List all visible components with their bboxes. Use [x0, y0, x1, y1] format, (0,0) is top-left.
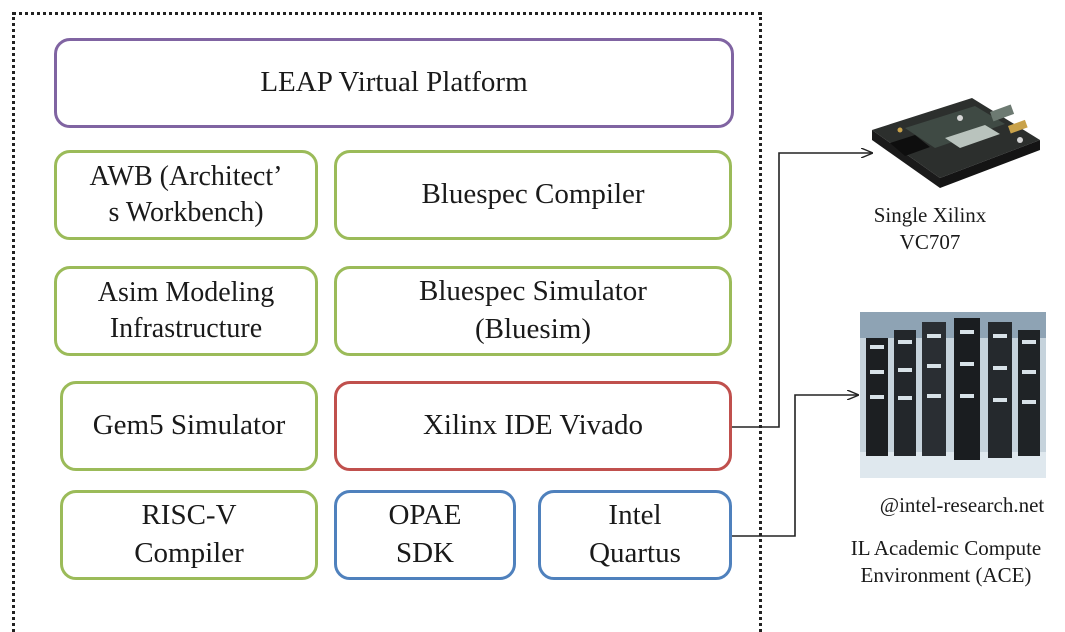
leap-virtual-platform-box: LEAP Virtual Platform: [54, 38, 734, 128]
gem5-simulator-label: Gem5 Simulator: [92, 409, 286, 442]
fpga-board-label: Single Xilinx VC707: [873, 203, 987, 255]
awb-box: AWB (Architect’ s Workbench): [54, 150, 318, 240]
risc-v-compiler-box: RISC-V Compiler: [60, 490, 318, 580]
vivado-to-fpga-connector: [732, 153, 872, 428]
bluespec-compiler-box: Bluespec Compiler: [334, 150, 732, 240]
xilinx-ide-vivado-box: Xilinx IDE Vivado: [334, 381, 732, 471]
opae-sdk-label: OPAE SDK: [388, 499, 462, 569]
connectors-layer: [732, 98, 1046, 537]
image-credit: @intel-research.net: [879, 493, 1045, 517]
opae-sdk-box: OPAE SDK: [334, 490, 516, 580]
asim-modeling-label: Asim Modeling Infrastructure: [97, 276, 275, 344]
bluespec-compiler-label: Bluespec Compiler: [421, 178, 645, 211]
fpga-board-image: [872, 98, 1040, 188]
leap-virtual-platform-label: LEAP Virtual Platform: [260, 66, 528, 99]
server-cluster-image: [860, 312, 1046, 478]
risc-v-compiler-label: RISC-V Compiler: [134, 499, 244, 569]
awb-label: AWB (Architect’ s Workbench): [89, 160, 283, 228]
intel-quartus-box: Intel Quartus: [538, 490, 732, 580]
leap-platform-boundary: [12, 12, 762, 632]
gem5-simulator-box: Gem5 Simulator: [60, 381, 318, 471]
bluespec-simulator-box: Bluespec Simulator (Bluesim): [334, 266, 732, 356]
ace-cluster-label: IL Academic Compute Environment (ACE): [850, 536, 1042, 588]
bluespec-simulator-label: Bluespec Simulator (Bluesim): [419, 275, 647, 345]
asim-modeling-box: Asim Modeling Infrastructure: [54, 266, 318, 356]
intel-quartus-label: Intel Quartus: [589, 499, 681, 569]
xilinx-ide-vivado-label: Xilinx IDE Vivado: [422, 409, 644, 442]
quartus-to-cluster-connector: [732, 395, 858, 537]
